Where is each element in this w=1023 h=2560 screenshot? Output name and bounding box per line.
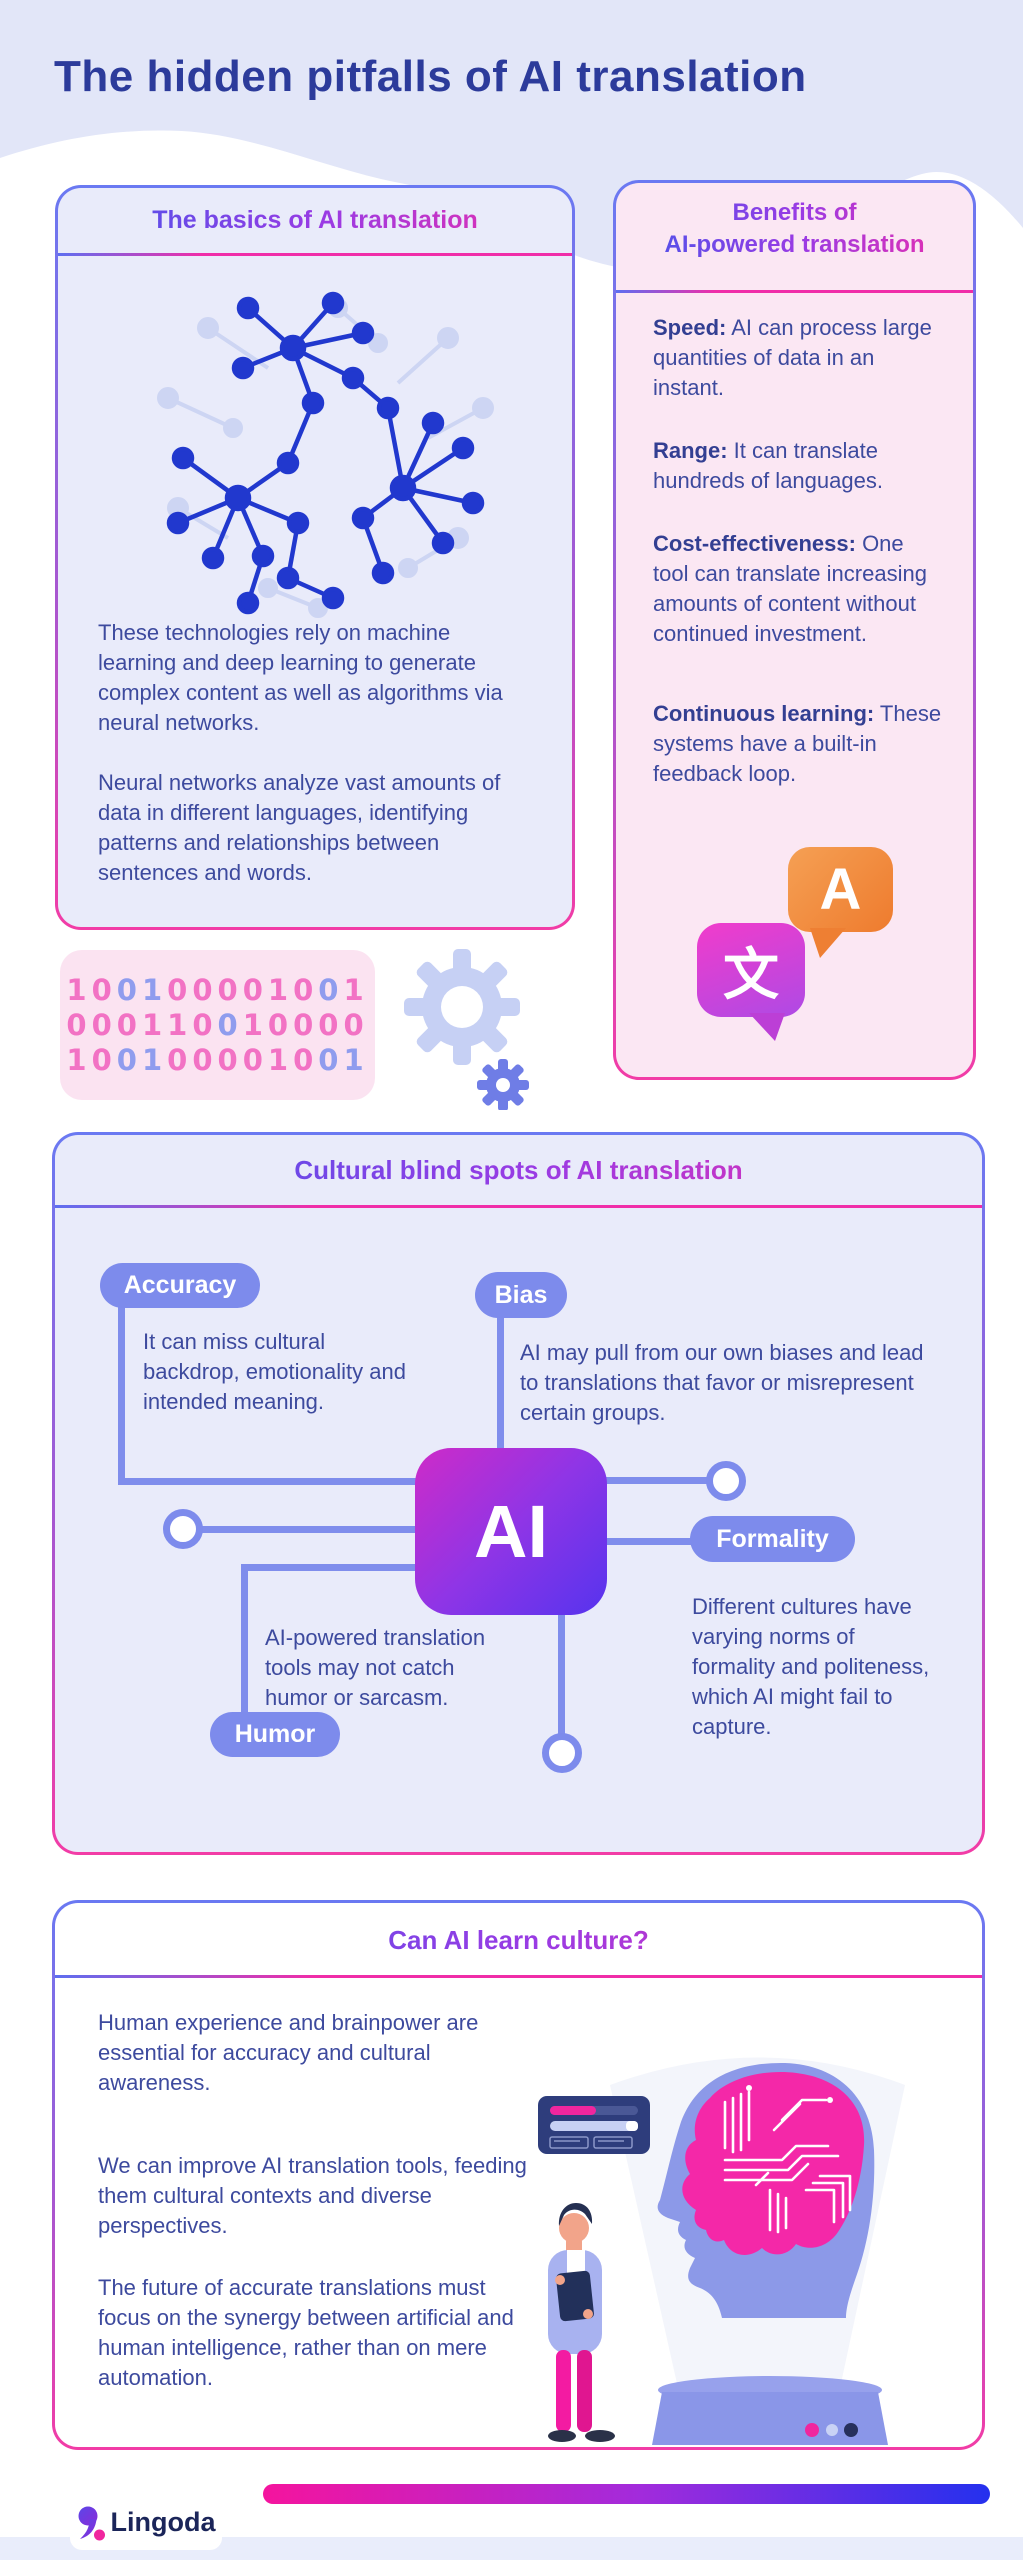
benefit-text-range: It can translate hundreds of languages. <box>653 438 883 493</box>
blindspot-pill-formality: Formality <box>690 1516 855 1562</box>
blindspot-text-humor: AI-powered translation tools may not cat… <box>265 1625 486 1710</box>
binary-row-1: 100100001001 <box>66 972 369 1007</box>
benefit-lead-speed: Speed: <box>653 315 727 340</box>
benefit-item-range: Range: It can translate hundreds of lang… <box>653 436 945 496</box>
benefit-text-speed: AI can process large quantities of data … <box>653 315 932 400</box>
basics-card: The basics of AI translation <box>55 185 575 930</box>
culture-paragraph-2: We can improve AI translation tools, fee… <box>98 2153 527 2238</box>
connector-right-top-line <box>604 1477 709 1484</box>
translation-bubble-cjk-icon: 文 <box>697 923 805 1041</box>
benefit-item-learning: Continuous learning: These systems have … <box>653 699 945 789</box>
gears-icon <box>404 949 529 1110</box>
blindspot-pill-humor: Humor <box>210 1712 340 1757</box>
benefit-item-cost: Cost-effectiveness: One tool can transla… <box>653 529 945 649</box>
pedestal <box>652 2376 888 2445</box>
culture-card-divider <box>55 1975 982 1978</box>
person-illustration <box>548 2203 615 2442</box>
translation-bubble-latin-icon: A <box>788 847 893 958</box>
connector-accuracy-vertical <box>118 1306 125 1484</box>
benefits-card: Benefits of AI-powered translation Speed… <box>613 180 976 1080</box>
basics-paragraph-1: These technologies rely on machine learn… <box>98 620 503 735</box>
blindspot-text-formality: Different cultures have varying norms of… <box>692 1594 930 1739</box>
basics-card-divider <box>58 253 572 256</box>
connector-bottom-vertical <box>558 1612 565 1737</box>
dashboard-panel <box>538 2096 650 2154</box>
connector-accuracy-horizontal <box>118 1478 418 1485</box>
bottom-strip <box>0 2537 1023 2560</box>
pill-label-accuracy: Accuracy <box>123 1271 237 1299</box>
basics-card-title: The basics of AI translation <box>58 206 572 235</box>
culture-card-title: Can AI learn culture? <box>55 1925 982 1956</box>
translation-bubble-latin-letter: A <box>819 857 862 922</box>
benefit-lead-range: Range: <box>653 438 728 463</box>
blindspots-card-title: Cultural blind spots of AI translation <box>55 1155 982 1186</box>
brain-circuit-traces <box>723 2085 852 2234</box>
benefits-card-divider <box>616 290 973 293</box>
blindspots-card-divider <box>55 1205 982 1208</box>
brain-shape <box>682 2071 865 2255</box>
lingoda-logo-icon <box>78 2506 105 2540</box>
ai-chip: AI <box>415 1448 607 1615</box>
bubble-z-tail <box>749 1013 785 1041</box>
page-title: The hidden pitfalls of AI translation <box>54 52 807 101</box>
bubble-a-tail <box>810 928 846 958</box>
benefit-lead-cost: Cost-effectiveness: <box>653 531 856 556</box>
connector-formality-line <box>604 1538 692 1545</box>
benefits-card-title-line2: AI-powered translation <box>616 231 973 259</box>
basics-paragraph-2: Neural networks analyze vast amounts of … <box>98 770 501 885</box>
pill-label-humor: Humor <box>234 1720 316 1748</box>
connector-bias-vertical <box>497 1316 504 1451</box>
ai-brain-illustration <box>538 2057 905 2445</box>
circuit-ring-left <box>163 1509 203 1549</box>
neural-network-illustration <box>157 291 494 618</box>
benefit-text-cost: One tool can translate increasing amount… <box>653 531 927 646</box>
pill-label-formality: Formality <box>716 1524 829 1553</box>
binary-row-3: 100100001001 <box>66 1042 369 1077</box>
benefits-card-title-line1: Benefits of <box>616 199 973 227</box>
pill-label-bias: Bias <box>494 1280 548 1309</box>
translation-bubble-cjk-character: 文 <box>723 942 779 1006</box>
culture-paragraph-3: The future of accurate translations must… <box>98 2275 514 2390</box>
lingoda-logo-text: Lingoda <box>110 2507 216 2537</box>
connector-left-ring-line <box>196 1526 418 1533</box>
ai-chip-label: AI <box>474 1490 548 1573</box>
connector-humor-vertical <box>241 1564 248 1714</box>
benefit-lead-learning: Continuous learning: <box>653 701 875 726</box>
culture-paragraph-1: Human experience and brainpower are esse… <box>98 2010 479 2095</box>
connector-humor-horizontal <box>241 1564 418 1571</box>
circuit-ring-bottom <box>542 1733 582 1773</box>
blindspot-pill-accuracy: Accuracy <box>100 1263 260 1308</box>
binary-row-2: 000110010000 <box>66 1007 369 1042</box>
blindspot-text-accuracy: It can miss cultural backdrop, emotional… <box>143 1329 406 1414</box>
blindspot-text-bias: AI may pull from our own biases and lead… <box>520 1340 924 1425</box>
pedestal-dot-navy <box>844 2423 858 2437</box>
benefit-item-speed: Speed: AI can process large quantities o… <box>653 313 945 403</box>
lingoda-logo: Lingoda <box>70 2495 222 2550</box>
benefit-text-learning: These systems have a built-in feedback l… <box>653 701 942 786</box>
pedestal-dot-light <box>826 2424 838 2436</box>
blindspot-pill-bias: Bias <box>475 1272 567 1318</box>
footer-gradient-bar <box>263 2484 990 2504</box>
pedestal-dot-pink <box>805 2423 819 2437</box>
circuit-ring-right <box>706 1461 746 1501</box>
